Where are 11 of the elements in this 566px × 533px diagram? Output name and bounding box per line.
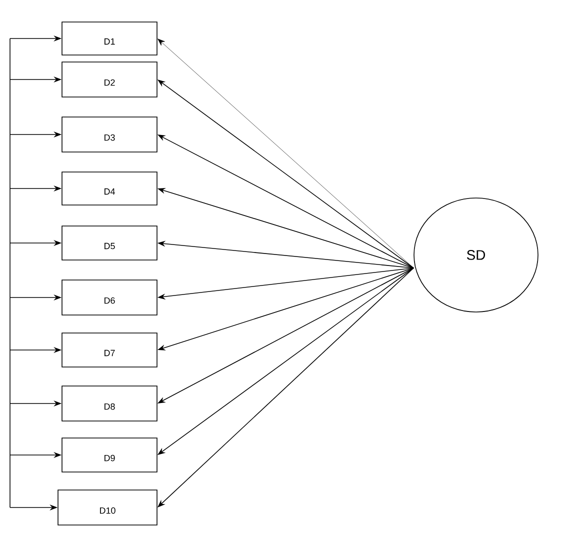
box: D1 — [62, 22, 158, 56]
box: D8 — [62, 386, 158, 422]
box: D10 — [58, 490, 158, 526]
arrow — [158, 38, 414, 268]
box: D2 — [62, 62, 158, 98]
box: D3 — [62, 116, 158, 152]
box: D6 — [62, 280, 158, 316]
box: D9 — [62, 438, 158, 472]
box: D5 — [62, 226, 158, 260]
box: D4 — [62, 172, 158, 206]
box: D7 — [62, 332, 158, 368]
